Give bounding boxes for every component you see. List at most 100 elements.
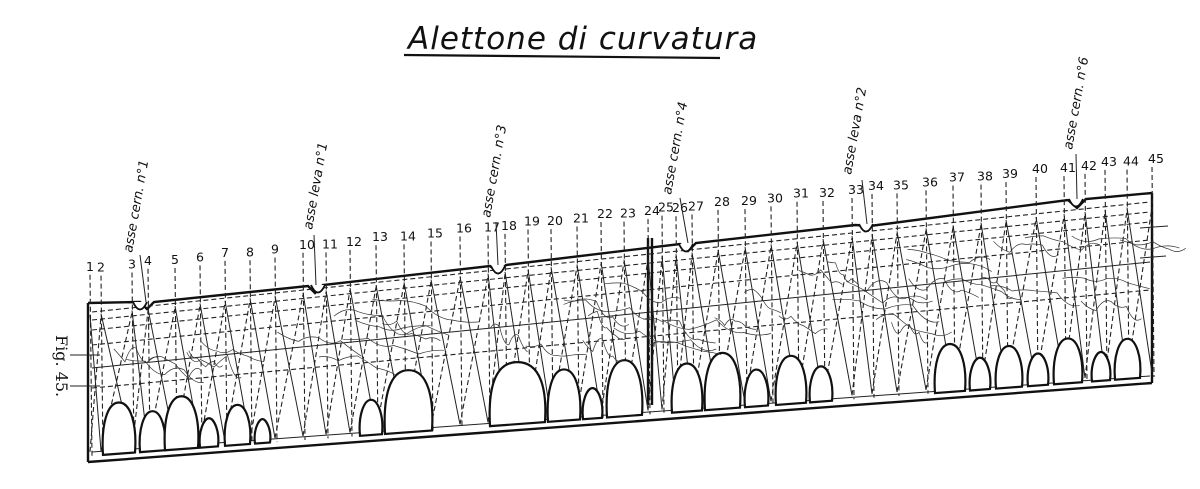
lightening-cell <box>968 356 992 392</box>
lightening-cell <box>358 398 384 437</box>
truss-diagonal <box>249 297 276 441</box>
rib-line <box>770 206 774 406</box>
grain-line <box>113 347 159 363</box>
grain-line <box>714 317 756 330</box>
grain-line <box>563 299 652 320</box>
rib-line <box>1104 169 1108 381</box>
rib-number: 20 <box>547 213 563 228</box>
rib-line <box>1084 173 1088 382</box>
rib-line <box>174 267 178 450</box>
truss-diagonal <box>89 314 102 452</box>
rib-line <box>1035 176 1039 386</box>
lightening-cell <box>774 354 808 407</box>
grain-line <box>582 338 624 362</box>
rib-number: 18 <box>501 218 517 233</box>
rib-line <box>224 260 228 446</box>
rib-number: 10 <box>299 237 315 252</box>
lightening-cell <box>198 417 220 449</box>
lightening-cell <box>581 387 604 421</box>
hinge-recess <box>132 301 148 311</box>
rib-line <box>896 193 900 396</box>
grain-line <box>989 285 1080 307</box>
truss-diagonal <box>1104 209 1128 377</box>
lightening-cell <box>546 368 582 424</box>
lightening-cell <box>670 362 704 414</box>
rib-number: 21 <box>573 210 589 225</box>
rib-number: 13 <box>372 229 388 244</box>
truss-diagonal <box>325 289 351 435</box>
rib-number: 24 <box>644 203 660 218</box>
grain-line <box>382 320 441 342</box>
grain-line <box>908 278 980 298</box>
grain-line <box>832 298 940 323</box>
truss-diagonal <box>896 230 927 393</box>
grain-line <box>993 241 1060 257</box>
rib-number: 8 <box>246 244 254 259</box>
rib-number: 42 <box>1081 158 1097 173</box>
grain-line <box>1080 300 1142 321</box>
lightening-cell <box>1113 337 1142 381</box>
rib-number: 15 <box>427 226 443 241</box>
lightening-cell <box>253 417 272 445</box>
rib-line <box>100 275 104 456</box>
grain-line <box>743 289 782 314</box>
rib-line <box>600 221 604 418</box>
rib-number: 28 <box>714 194 730 209</box>
grain-line <box>148 356 202 379</box>
rib-number: 25 <box>658 200 674 215</box>
rib-number: 35 <box>893 177 909 192</box>
rib-line <box>1126 169 1130 379</box>
rib-line <box>302 252 306 441</box>
truss-diagonal <box>770 243 798 402</box>
grain-line <box>587 310 626 340</box>
lightening-cell <box>743 368 770 409</box>
rib-line <box>851 198 855 400</box>
truss-diagonal <box>274 294 304 439</box>
rib-number: 32 <box>819 185 835 200</box>
truss-diagonal <box>576 264 602 414</box>
truss-diagonal <box>349 287 377 433</box>
rib-line <box>925 190 929 394</box>
grain-line <box>318 355 397 376</box>
truss-diagonal <box>661 256 677 410</box>
rib-line <box>325 252 329 439</box>
rib-line <box>274 257 278 443</box>
rib-number: 7 <box>221 245 229 260</box>
grain-line <box>1024 235 1101 251</box>
rib-number: 33 <box>848 182 864 197</box>
rib-number: 2 <box>97 260 105 275</box>
lightening-cells <box>101 198 1142 457</box>
lightening-cell <box>703 351 742 412</box>
grain-line <box>186 352 242 379</box>
grain-line <box>846 280 928 301</box>
grain-line <box>604 282 681 304</box>
lightening-cell <box>933 342 967 395</box>
rib-number: 19 <box>524 214 540 229</box>
grain-line <box>778 315 828 335</box>
rib-number: 45 <box>1148 151 1164 166</box>
rib-line <box>459 236 463 429</box>
rib-line <box>744 209 748 408</box>
truss-diagonal <box>600 261 625 414</box>
truss-diagonal <box>717 249 746 404</box>
rib-number: 34 <box>868 178 884 193</box>
rib-number: 1 <box>86 259 94 274</box>
rib-number: 16 <box>456 221 472 236</box>
rib-line <box>717 209 721 410</box>
figure-label: Fig. 45. <box>52 335 71 397</box>
rib-number: 5 <box>171 252 179 267</box>
rib-number: 43 <box>1101 154 1117 169</box>
grain-line <box>648 341 722 355</box>
rib-line <box>661 215 665 414</box>
truss-diagonal <box>1126 207 1153 374</box>
rib-line <box>199 265 203 448</box>
grain-line <box>277 331 362 357</box>
rib-line <box>647 219 651 415</box>
drawing-title: Alettone di curvatura <box>406 21 758 57</box>
rib-number: 31 <box>793 186 809 201</box>
lightening-cell <box>994 344 1024 390</box>
axis-label-leva-1: asse leva n°1 <box>301 141 331 230</box>
grain-line <box>563 298 630 327</box>
grain-line <box>643 317 716 344</box>
grain-line <box>906 259 992 272</box>
